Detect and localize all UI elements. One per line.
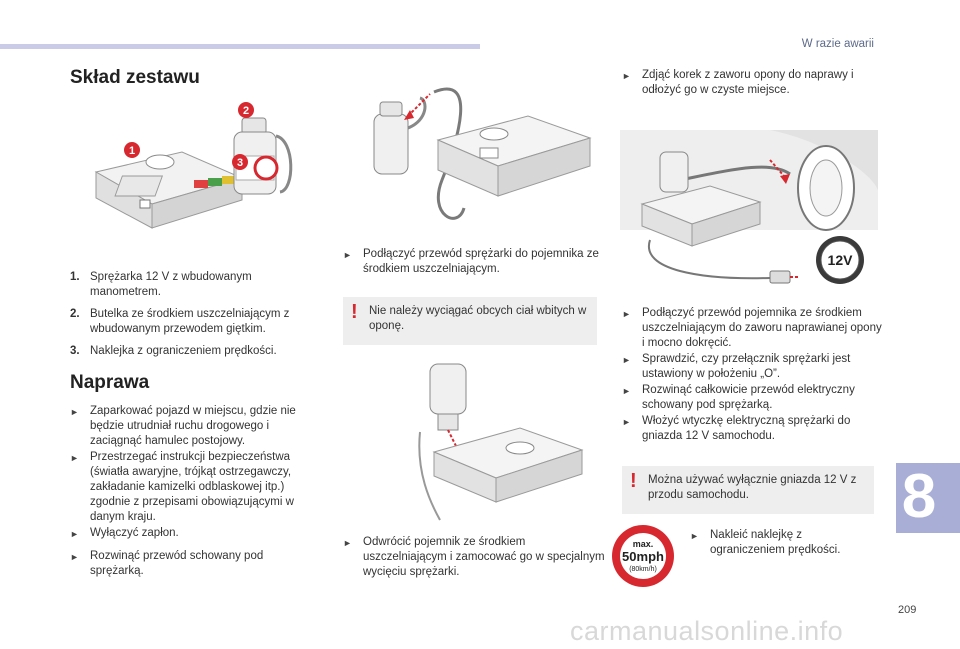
bullet-icon: ► [343,538,352,548]
bullet-icon: ► [343,250,352,260]
callout-2: 2 [238,102,254,118]
svg-text:1: 1 [129,145,135,157]
item-text: Butelka ze środkiem uszczelniającym z wb… [90,308,290,335]
bullet-icon: ► [70,529,79,539]
step-text: Podłączyć przewód sprężarki do pojemnika… [363,248,599,275]
bullet-icon: ► [70,552,79,562]
step-text: Włożyć wtyczkę elektryczną sprężarki do … [642,415,851,442]
step-text: Zaparkować pojazd w miejscu, gdzie nie b… [90,405,296,447]
bullet-icon: ► [70,453,79,463]
svg-text:12V: 12V [828,252,854,268]
step-text: Zdjąć korek z zaworu opony do naprawy i … [642,69,854,96]
bullet-icon: ► [622,309,631,319]
step-text: Rozwinąć całkowicie przewód elektryczny … [642,384,855,411]
warning-box-socket: ! Można używać wyłącznie gniazda 12 V z … [622,466,874,514]
warning-text: Można używać wyłącznie gniazda 12 V z pr… [648,474,857,501]
list-item: ► Podłączyć przewód sprężarki do pojemnik… [343,247,605,277]
invert-step: ► Odwrócić pojemnik ze środkiem uszczelni… [343,535,605,587]
kit-illustration: 1 2 3 [94,102,293,229]
list-item: ► Sprawdzić, czy przełącznik sprężarki je… [622,352,882,382]
svg-text:max.: max. [633,539,654,549]
list-item: ► Rozwinąć całkowicie przewód elektryczny… [622,383,882,413]
kit-items-list: 1. Sprężarka 12 V z wbudowanym manometrem… [70,270,290,366]
item-text: Naklejka z ograniczeniem prędkości. [90,345,277,357]
bullet-icon: ► [690,531,699,541]
cap-step: ► Zdjąć korek z zaworu opony do naprawy i… [622,68,882,105]
sticker-step: ► Nakleić naklejkę z ograniczeniem prędko… [690,528,880,565]
page-number: 209 [898,604,917,616]
chapter-number: 8 [901,462,937,531]
svg-text:50mph: 50mph [622,549,664,564]
connect-step: ► Podłączyć przewód sprężarki do pojemnik… [343,247,605,284]
svg-text:2: 2 [243,105,249,117]
item-number: 3. [70,345,80,357]
connect-tyre-steps: ► Podłączyć przewód pojemnika ze środkiem… [622,306,882,445]
step-text: Podłączyć przewód pojemnika ze środkiem … [642,307,882,349]
section-title-repair: Naprawa [70,372,150,393]
warning-box-foreign-objects: ! Nie należy wyciągać obcych ciał wbityc… [343,297,597,345]
tyre-connection-illustration: 12V [620,130,878,284]
repair-steps-list-2: ► Rozwinąć przewód schowany pod sprężarką… [70,549,310,586]
item-number: 2. [70,308,80,320]
callout-3: 3 [232,154,248,170]
list-item: ► Rozwinąć przewód schowany pod sprężarką… [70,549,310,579]
red-arrow-icon [769,159,790,184]
list-item: ► Zdjąć korek z zaworu opony do naprawy i… [622,68,882,98]
warning-text: Nie należy wyciągać obcych ciał wbitych … [369,305,587,332]
watermark: carmanualsonline.info [570,616,844,646]
step-text: Sprawdzić, czy przełącznik sprężarki jes… [642,353,851,380]
bullet-icon: ► [622,355,631,365]
plug-icon [769,270,800,284]
chapter-title: W razie awarii [801,38,874,50]
repair-steps-list: ► Zaparkować pojazd w miejscu, gdzie nie … [70,404,310,543]
step-text: Rozwinąć przewód schowany pod sprężarką. [90,550,264,577]
list-item: ► Nakleić naklejkę z ograniczeniem prędko… [690,528,880,558]
socket-12v-icon: 12V [816,236,864,284]
svg-text:3: 3 [237,157,243,169]
red-arrow-icon [404,93,431,120]
step-text: Przestrzegać instrukcji bezpieczeństwa (… [90,451,294,523]
list-item: ► Zaparkować pojazd w miejscu, gdzie nie … [70,404,310,449]
item-text: Sprężarka 12 V z wbudowanym manometrem. [90,271,252,298]
step-text: Nakleić naklejkę z ograniczeniem prędkoś… [710,529,841,556]
chapter-tab [896,463,960,533]
item-number: 1. [70,271,80,283]
list-item: 2. Butelka ze środkiem uszczelniającym z … [70,307,290,337]
compressor-drawing [94,151,244,229]
connect-hose-illustration [373,87,592,220]
list-item: 1. Sprężarka 12 V z wbudowanym manometrem… [70,270,290,300]
bullet-icon: ► [622,386,631,396]
invert-bottle-illustration [418,363,584,521]
bullet-icon: ► [622,417,631,427]
bullet-icon: ► [622,71,631,81]
sealant-bottle-drawing [233,117,293,195]
list-item: ► Odwrócić pojemnik ze środkiem uszczelni… [343,535,605,580]
exclamation-icon: ! [630,470,637,492]
speed-limit-sticker: max. 50mph (80km/h) [612,525,674,587]
step-text: Wyłączyć zapłon. [90,527,179,539]
list-item: 3. Naklejka z ograniczeniem prędkości. [70,344,290,359]
callout-1: 1 [124,142,140,158]
exclamation-icon: ! [351,301,358,323]
list-item: ► Włożyć wtyczkę elektryczną sprężarki do… [622,414,882,444]
svg-text:(80km/h): (80km/h) [629,566,657,573]
section-title-kit: Skład zestawu [70,67,200,88]
header-accent-bar [0,44,480,49]
list-item: ► Wyłączyć zapłon. [70,526,310,542]
list-item: ► Podłączyć przewód pojemnika ze środkiem… [622,306,882,351]
step-text: Odwrócić pojemnik ze środkiem uszczelnia… [363,536,605,578]
bullet-icon: ► [70,407,79,417]
list-item: ► Przestrzegać instrukcji bezpieczeństwa … [70,450,310,525]
